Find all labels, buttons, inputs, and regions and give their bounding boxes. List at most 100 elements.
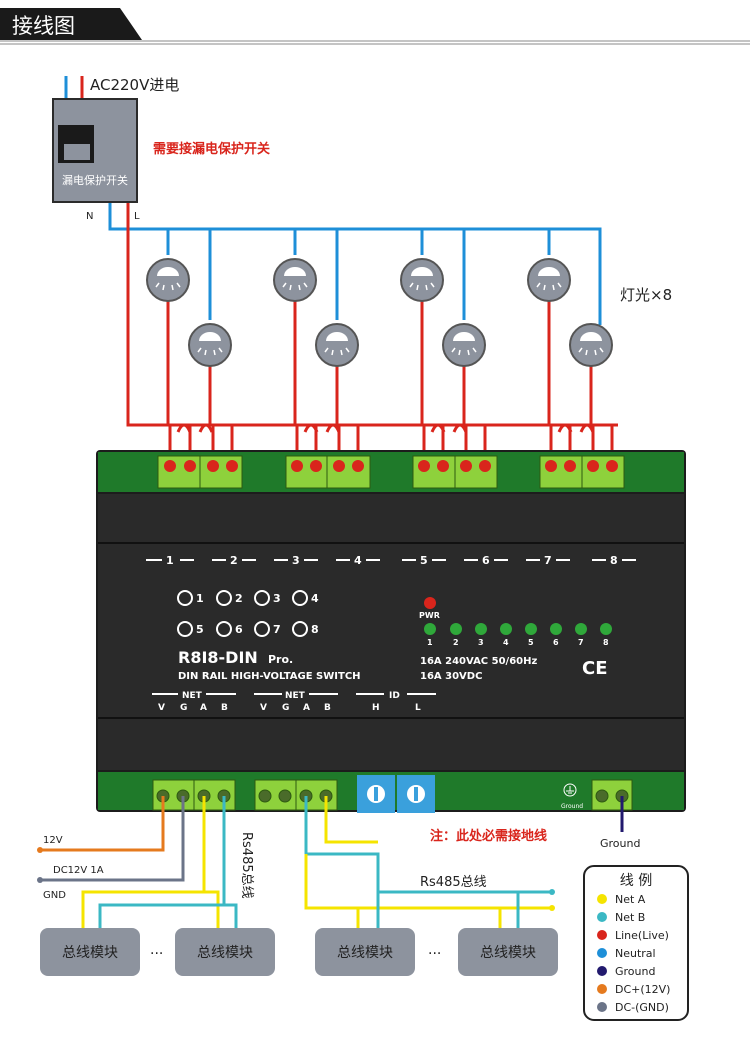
dc-12v-label: 12V	[43, 835, 63, 846]
device-button[interactable]	[292, 590, 308, 606]
light-icon	[315, 323, 359, 367]
channel-led	[600, 623, 612, 635]
model-subtitle: DIN RAIL HIGH-VOLTAGE SWITCH	[178, 671, 361, 682]
device-button-label: 6	[235, 623, 243, 636]
ground-small-label: Ground	[561, 803, 583, 810]
terminal-block	[591, 779, 633, 811]
channel-label: 2	[230, 554, 238, 567]
light-icon	[188, 323, 232, 367]
channel-led-label: 1	[427, 638, 433, 647]
bus-module-label: 总线模块	[480, 945, 536, 961]
ground-note: 注：此处必需接地线	[430, 828, 547, 844]
terminal-block	[254, 779, 338, 811]
legend-item-label: Net B	[615, 911, 645, 924]
breaker-n-label: N	[86, 211, 93, 222]
device-button-label: 5	[196, 623, 204, 636]
device-button[interactable]	[292, 621, 308, 637]
header-title: 接线图	[12, 14, 75, 38]
ac-input-label: AC220V进电	[90, 76, 179, 94]
breaker-label: 漏电保护开关	[62, 173, 128, 187]
pin-label: B	[221, 703, 228, 713]
light-icon	[569, 323, 613, 367]
terminal-block	[285, 455, 371, 489]
device-body	[96, 450, 686, 812]
gnd-label: GND	[43, 890, 66, 901]
spec-ac: 16A 240VAC 50/60Hz	[420, 656, 537, 667]
channel-led-label: 5	[528, 638, 534, 647]
lights-label: 灯光×8	[620, 286, 672, 304]
legend-swatch	[597, 984, 607, 994]
channel-led	[475, 623, 487, 635]
channel-led	[575, 623, 587, 635]
dc12v-1a-label: DC12V 1A	[53, 865, 104, 876]
device-button[interactable]	[177, 621, 193, 637]
legend-item-label: DC+(12V)	[615, 983, 670, 996]
pin-label: H	[372, 703, 380, 713]
ground-symbol-icon	[563, 783, 577, 797]
channel-led-label: 8	[603, 638, 609, 647]
device-button[interactable]	[177, 590, 193, 606]
legend-swatch	[597, 912, 607, 922]
legend-swatch	[597, 930, 607, 940]
bus-module	[315, 928, 415, 976]
net2-label: NET	[285, 691, 306, 701]
device-buttons: 1 2 3 4 5 6 7 8	[177, 590, 319, 637]
ellipsis: ···	[150, 946, 163, 962]
channel-led	[450, 623, 462, 635]
device-button-label: 3	[273, 592, 281, 605]
bottom-terminals: Ground	[152, 775, 633, 813]
pin-labels: NET V G A B NET V G A B ID H L	[152, 691, 436, 713]
header: 接线图	[0, 8, 750, 45]
model-suffix: Pro.	[268, 653, 293, 666]
legend-swatch	[597, 966, 607, 976]
spec-dc: 16A 30VDC	[420, 671, 482, 682]
channel-led	[525, 623, 537, 635]
device-button-label: 7	[273, 623, 281, 636]
legend-swatch	[597, 1002, 607, 1012]
power-input: AC220V进电	[64, 76, 179, 98]
channel-led-label: 4	[503, 638, 509, 647]
channel-led-label: 6	[553, 638, 559, 647]
ground-label: Ground	[600, 837, 640, 850]
light-icon	[400, 258, 444, 302]
pin-label: L	[415, 703, 421, 713]
legend-item-label: Net A	[615, 893, 646, 906]
pin-label: V	[260, 703, 267, 713]
channel-labels: 1 2 3 4 5 6 7 8	[146, 554, 636, 567]
light-icon	[527, 258, 571, 302]
rs485-vertical-label: Rs485总线	[239, 832, 254, 899]
device-button-label: 1	[196, 592, 204, 605]
device-button[interactable]	[216, 590, 232, 606]
terminal-block	[412, 455, 498, 489]
breaker: 漏电保护开关 N L	[52, 98, 140, 222]
legend-item-label: Line(Live)	[615, 929, 669, 942]
channel-label: 6	[482, 554, 490, 567]
device-button[interactable]	[216, 621, 232, 637]
rs485-horizontal-label: Rs485总线	[420, 875, 487, 890]
light-icon	[442, 323, 486, 367]
device-button-label: 8	[311, 623, 319, 636]
bus-module-label: 总线模块	[62, 945, 118, 961]
device-button[interactable]	[254, 590, 270, 606]
channel-label: 4	[354, 554, 362, 567]
pin-label: B	[324, 703, 331, 713]
breaker-l-label: L	[134, 211, 140, 222]
legend-item-label: Ground	[615, 965, 655, 978]
channel-led	[424, 623, 436, 635]
pin-label: V	[158, 703, 165, 713]
ce-mark: CE	[582, 658, 608, 679]
breaker-warning: 需要接漏电保护开关	[153, 141, 270, 157]
pwr-label: PWR	[419, 611, 440, 620]
pin-label: G	[282, 703, 289, 713]
legend-swatch	[597, 894, 607, 904]
channel-label: 8	[610, 554, 618, 567]
channel-led-label: 7	[578, 638, 584, 647]
terminal-block	[157, 455, 243, 489]
device-button[interactable]	[254, 621, 270, 637]
channel-led	[550, 623, 562, 635]
legend-item-label: Neutral	[615, 947, 656, 960]
legend-swatch	[597, 948, 607, 958]
channel-led-label: 3	[478, 638, 484, 647]
